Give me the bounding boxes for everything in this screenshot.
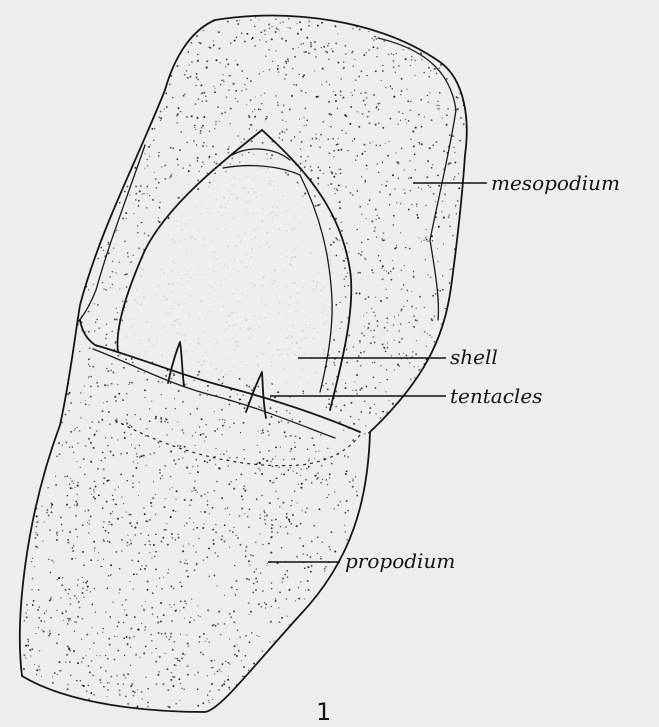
label-tentacles: tentacles <box>450 384 542 408</box>
label-propodium: propodium <box>345 549 455 573</box>
figure-number: 1 <box>316 698 331 726</box>
label-mesopodium: mesopodium <box>491 171 620 195</box>
label-shell: shell <box>450 345 498 369</box>
mesopodium-right-contour <box>378 38 456 320</box>
